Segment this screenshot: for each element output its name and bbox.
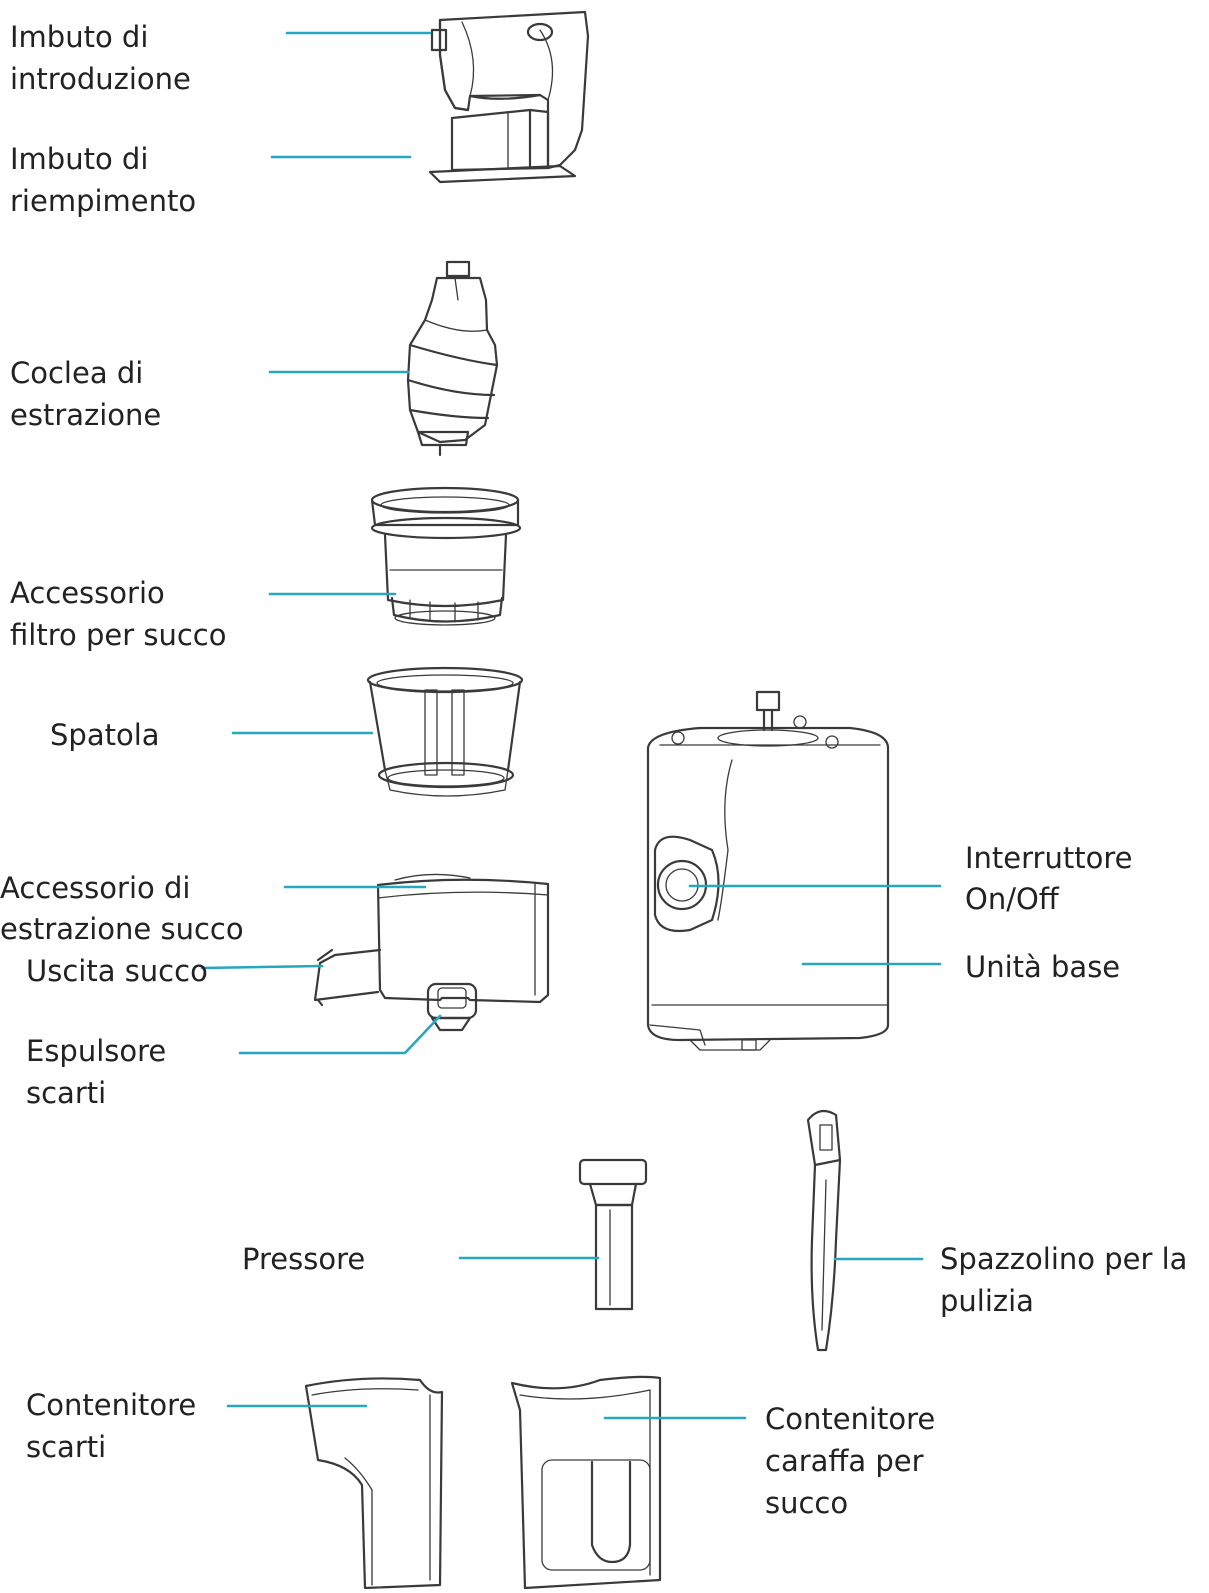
leader-uscita-succo — [200, 964, 324, 970]
spatula-icon — [366, 666, 524, 797]
hopper-icon — [428, 108, 577, 184]
pulp-container-icon — [304, 1377, 444, 1590]
juice-filter-icon — [370, 486, 522, 626]
label-spatola: Spatola — [50, 718, 160, 752]
base-unit-icon — [646, 690, 890, 1051]
label-pressore: Pressore — [242, 1242, 366, 1276]
pusher-icon — [578, 1158, 648, 1311]
juice-jug-icon — [510, 1375, 662, 1590]
label-uscita-succo: Uscita succo — [26, 954, 208, 988]
feed-funnel-icon — [430, 10, 590, 170]
leader-espulsore — [238, 1014, 442, 1055]
leader-lines — [200, 31, 942, 1420]
auger-icon — [406, 260, 499, 457]
label-unita-base: Unità base — [965, 950, 1121, 984]
cleaning-brush-icon — [806, 1109, 842, 1352]
juicing-bowl-icon — [313, 873, 550, 1032]
